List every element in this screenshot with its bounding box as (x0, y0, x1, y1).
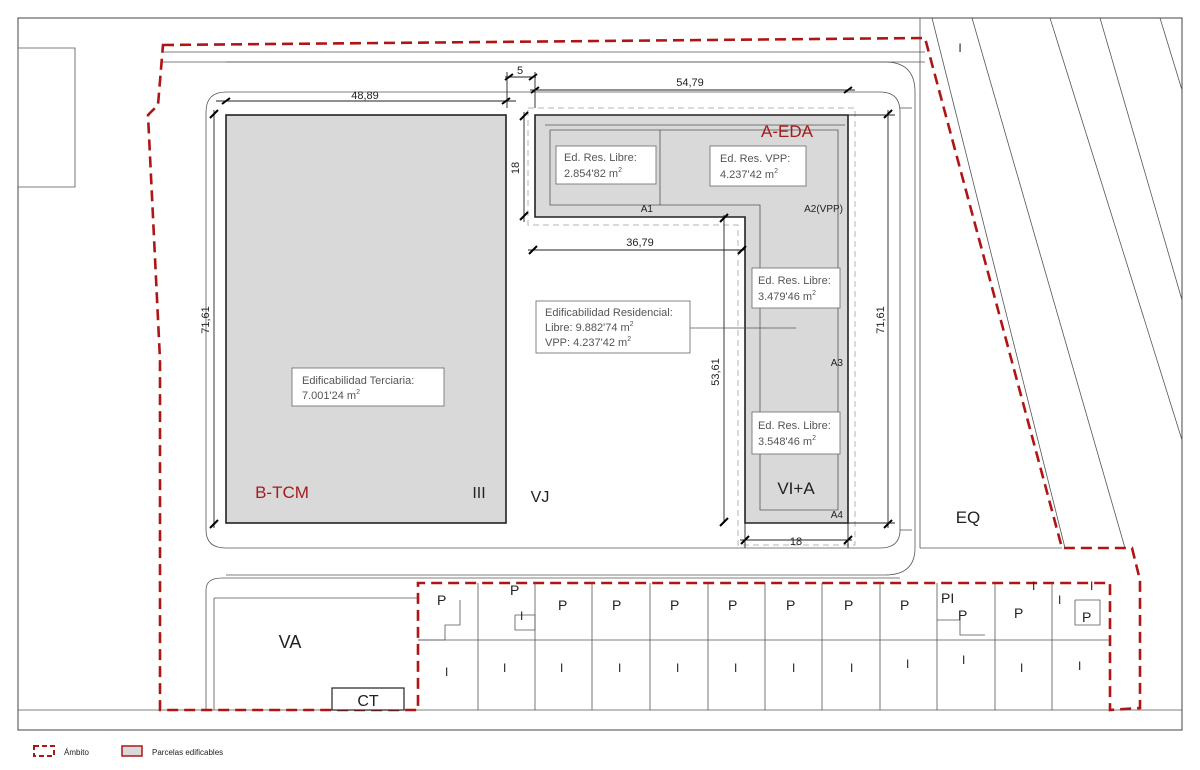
svg-text:7.001'24 m2: 7.001'24 m2 (302, 389, 360, 402)
legend-parcelas-swatch (121, 745, 143, 757)
dim-54-79: 54,79 (676, 77, 704, 89)
zone-vi-a: VI+A (777, 479, 815, 498)
legend: Ámbito Parcelas edificables (33, 745, 223, 757)
svg-text:I: I (1020, 661, 1023, 675)
svg-text:3.479'46 m2: 3.479'46 m2 (758, 290, 816, 303)
box-residencial: Edificabilidad Residencial: Libre: 9.882… (535, 300, 691, 354)
lot-b-tcm (225, 114, 507, 524)
dim-71-61-right: 71,61 (875, 306, 887, 334)
dim-36-79: 36,79 (626, 237, 654, 249)
svg-text:Edificabilidad Residencial:: Edificabilidad Residencial: (545, 307, 673, 319)
parking-labels: P P P P P P P P P PI P P P I I I I (437, 579, 1093, 625)
svg-text:Libre: 9.882'74 m2: Libre: 9.882'74 m2 (545, 321, 634, 334)
svg-text:I: I (734, 661, 737, 675)
box-ed-vpp-a2: Ed. Res. VPP: 4.237'42 m2 (709, 145, 807, 187)
zone-a-eda: A-EDA (761, 122, 814, 141)
legend-ambito-swatch (33, 745, 55, 757)
svg-text:4.237'42 m2: 4.237'42 m2 (720, 168, 778, 181)
svg-text:I: I (792, 661, 795, 675)
parking-p: P (844, 597, 853, 613)
subplot-a4: A4 (831, 510, 844, 521)
parking-p: P (728, 597, 737, 613)
svg-text:Ed. Res. Libre:: Ed. Res. Libre: (758, 420, 831, 432)
zone-vj: VJ (531, 489, 550, 506)
parking-i-row: I I I I I I I I I I I I (445, 653, 1081, 679)
svg-text:Ed. Res. Libre:: Ed. Res. Libre: (564, 152, 637, 164)
parking-p: P (558, 597, 567, 613)
box-ed-libre-a1: Ed. Res. Libre: 2.854'82 m2 (555, 145, 657, 185)
neighbor-building (17, 47, 76, 188)
parking-pi: PI (941, 590, 954, 606)
svg-text:VPP: 4.237'42 m2: VPP: 4.237'42 m2 (545, 336, 631, 349)
svg-text:I: I (445, 665, 448, 679)
svg-text:I: I (618, 661, 621, 675)
dimension-lines (209, 72, 895, 548)
box-ed-libre-a3: Ed. Res. Libre: 3.479'46 m2 (751, 267, 841, 309)
subplot-a1: A1 (641, 204, 654, 215)
road-i-label: I (958, 41, 961, 55)
dim-5: 5 (517, 65, 523, 77)
dim-53-61: 53,61 (710, 358, 722, 386)
parking-p: P (1014, 605, 1023, 621)
parking-p: P (958, 607, 967, 623)
street-outlines (18, 51, 1182, 711)
subplot-a3: A3 (831, 358, 844, 369)
parking-p: P (670, 597, 679, 613)
parking-p: P (1082, 609, 1091, 625)
svg-text:3.548'46 m2: 3.548'46 m2 (758, 435, 816, 448)
parking-p: P (510, 582, 519, 598)
parking-i: I (1090, 579, 1093, 593)
road-lines (919, 17, 1183, 549)
parking-p: P (612, 597, 621, 613)
svg-text:Ed. Res. Libre:: Ed. Res. Libre: (758, 275, 831, 287)
ambito-boundary (146, 36, 1142, 712)
svg-text:I: I (560, 661, 563, 675)
svg-text:I: I (1078, 659, 1081, 673)
parking-p: P (900, 597, 909, 613)
plan-frame (17, 17, 1183, 731)
svg-text:Edificabilidad Terciaria:: Edificabilidad Terciaria: (302, 375, 414, 387)
parking-i: I (1032, 579, 1035, 593)
zone-b-tcm: B-TCM (255, 483, 309, 502)
svg-text:I: I (906, 657, 909, 671)
legend-ambito-label: Ámbito (64, 748, 89, 757)
parking-i: I (520, 609, 523, 623)
legend-parcelas-label: Parcelas edificables (152, 748, 223, 757)
dim-18-bottom: 18 (790, 536, 802, 548)
zone-iii: III (472, 485, 485, 502)
svg-text:I: I (503, 661, 506, 675)
parking-p: P (786, 597, 795, 613)
svg-text:I: I (962, 653, 965, 667)
box-terciaria: Edificabilidad Terciaria: 7.001'24 m2 (291, 367, 445, 407)
zone-ct: CT (357, 693, 379, 710)
zone-va: VA (279, 632, 302, 652)
dim-71-61-left: 71,61 (200, 306, 212, 334)
svg-text:I: I (676, 661, 679, 675)
a-eda-setbacks (545, 124, 845, 511)
svg-text:Ed. Res. VPP:: Ed. Res. VPP: (720, 153, 790, 165)
svg-text:2.854'82 m2: 2.854'82 m2 (564, 167, 622, 180)
zone-eq: EQ (956, 508, 981, 527)
dim-18-top: 18 (510, 162, 522, 174)
ct-box (331, 687, 405, 711)
parking-p: P (437, 592, 446, 608)
parking-grid (418, 583, 1110, 710)
subplot-a2: A2(VPP) (804, 204, 843, 215)
parking-i: I (1058, 593, 1061, 607)
box-ed-libre-a4: Ed. Res. Libre: 3.548'46 m2 (751, 411, 841, 455)
a-eda-envelope (527, 107, 856, 546)
dim-48-89: 48,89 (351, 90, 379, 102)
svg-text:I: I (850, 661, 853, 675)
